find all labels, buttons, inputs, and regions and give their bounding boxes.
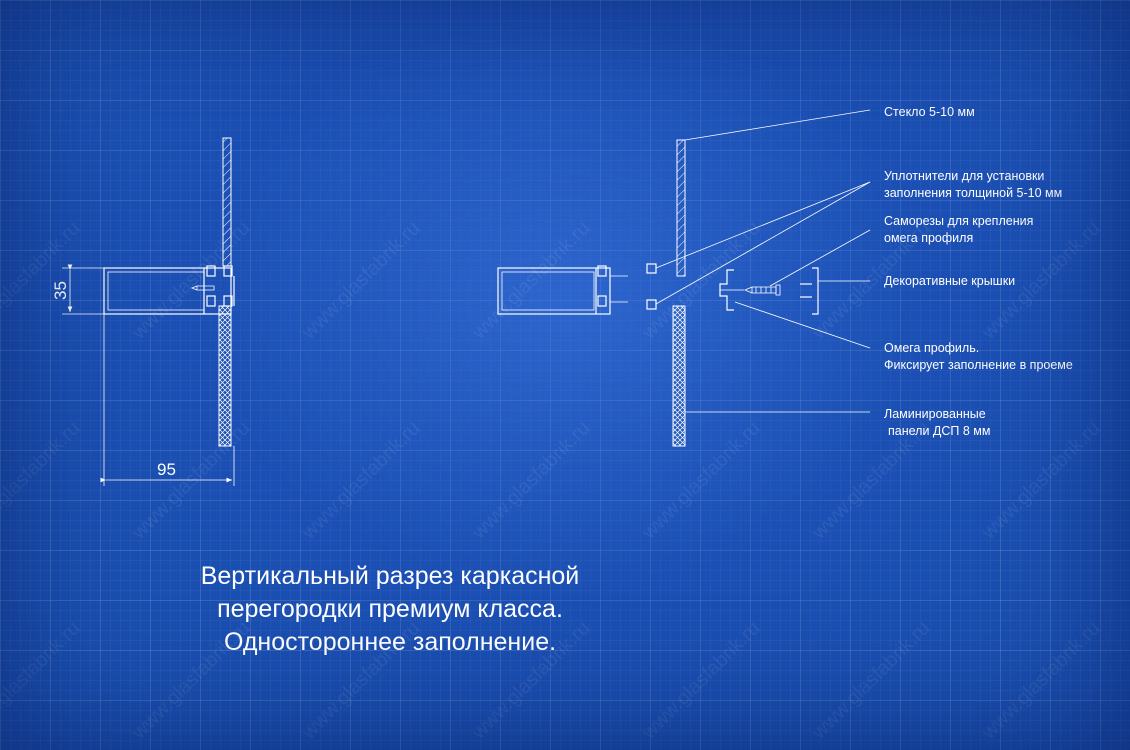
watermark-text: www.glasfabrik.ru	[977, 617, 1104, 744]
watermark-text: www.glasfabrik.ru	[467, 417, 594, 544]
glass-pane	[222, 137, 232, 267]
exploded-frame-profile	[497, 265, 628, 315]
dimension-height: 35	[51, 264, 104, 315]
watermark-text: www.glasfabrik.ru	[467, 217, 594, 344]
label-screws-line2: омега профиля	[884, 231, 973, 245]
watermark-text: www.glasfabrik.ru	[297, 217, 424, 344]
watermark-layer: www.glasfabrik.ru www.glasfabrik.ru www.gl…	[0, 217, 1104, 744]
caption-line-1: Вертикальный разрез каркасной	[200, 562, 580, 590]
watermark-text: www.glasfabrik.ru	[0, 617, 84, 744]
dimension-width: 95	[100, 314, 235, 486]
label-panels-line2: панели ДСП 8 мм	[888, 424, 990, 438]
watermark-text: www.glasfabrik.ru	[0, 417, 84, 544]
leader-lines	[655, 109, 871, 413]
watermark-text: www.glasfabrik.ru	[297, 417, 424, 544]
watermark-text: www.glasfabrik.ru	[0, 217, 84, 344]
screw-icon	[196, 285, 215, 291]
label-omega-line2: Фиксирует заполнение в проеме	[884, 358, 1073, 372]
label-panels-line1: Ламинированные	[884, 407, 986, 421]
label-screws-line1: Саморезы для крепления	[884, 214, 1033, 228]
chipboard-panel-exploded	[672, 305, 686, 447]
seal-upper	[646, 263, 657, 274]
frame-profile	[103, 265, 235, 315]
glass-pane-exploded	[676, 139, 686, 277]
height-value: 35	[51, 281, 70, 300]
chipboard-panel	[218, 305, 232, 447]
watermark-text: www.glasfabrik.ru	[637, 217, 764, 344]
assembled-section: 35 95	[51, 137, 235, 486]
label-caps: Декоративные крышки	[884, 274, 1015, 288]
watermark-text: www.glasfabrik.ru	[977, 417, 1104, 544]
caption-line-2: перегородки премиум класса.	[217, 595, 563, 623]
label-glass: Стекло 5-10 мм	[884, 105, 975, 119]
label-seals-line1: Уплотнители для установки	[884, 169, 1044, 183]
exploded-view: Стекло 5-10 мм Уплотнители для установки…	[497, 105, 1073, 447]
width-value: 95	[157, 460, 176, 479]
watermark-text: www.glasfabrik.ru	[807, 617, 934, 744]
caption-line-3: Одностороннее заполнение.	[223, 628, 557, 656]
watermark-text: www.glasfabrik.ru	[127, 217, 254, 344]
label-omega-line1: Омега профиль.	[884, 341, 979, 355]
label-seals-line2: заполнения толщиной 5-10 мм	[884, 186, 1062, 200]
diagram-caption: Вертикальный разрез каркасной перегородк…	[130, 560, 650, 659]
watermark-text: www.glasfabrik.ru	[637, 617, 764, 744]
self-tapping-screw-icon	[743, 284, 781, 296]
seal-lower	[646, 299, 657, 310]
watermark-text: www.glasfabrik.ru	[637, 417, 764, 544]
decorative-cap-icon	[800, 267, 819, 315]
watermark-text: www.glasfabrik.ru	[127, 417, 254, 544]
